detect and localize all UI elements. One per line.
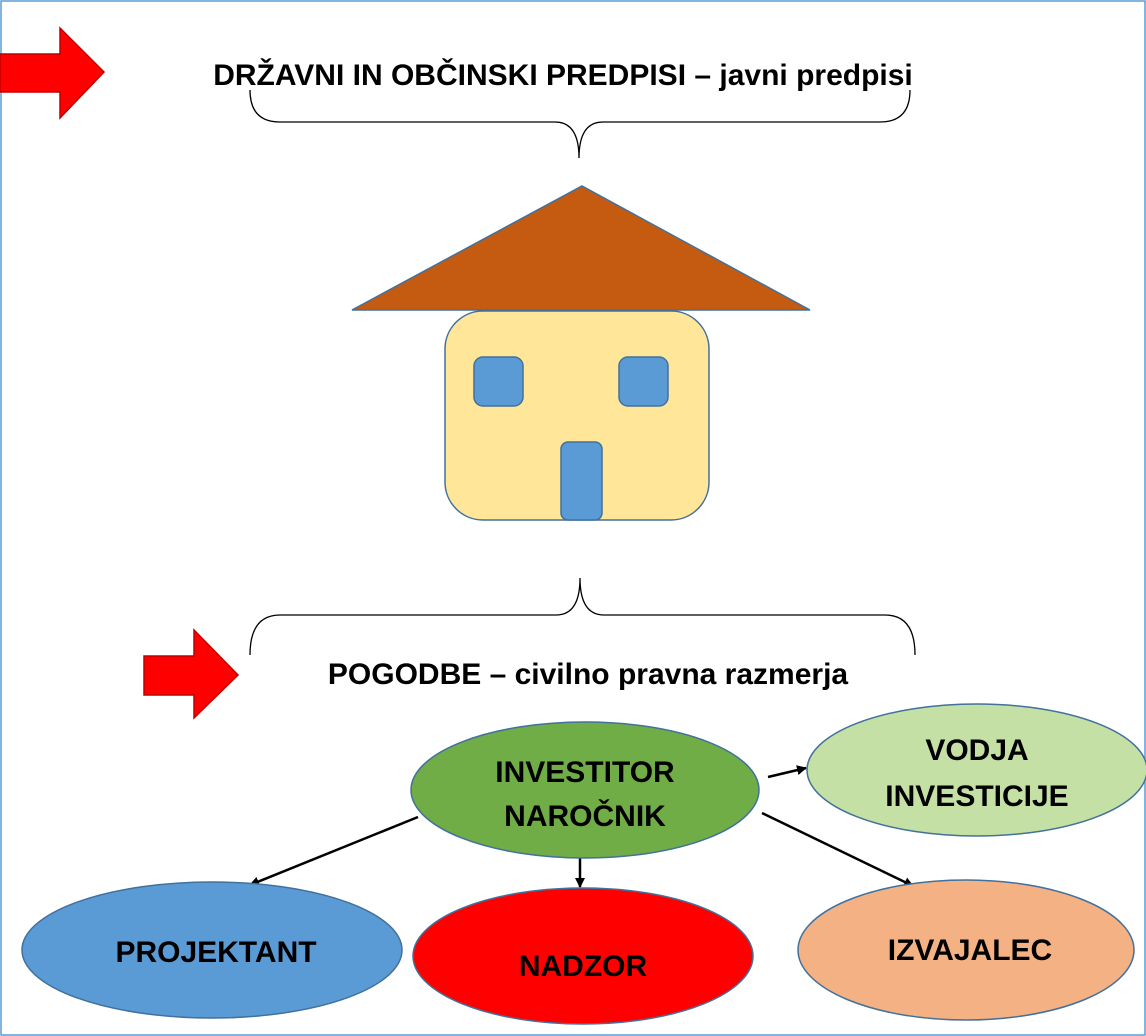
bottom-red-arrow-icon — [143, 628, 240, 720]
investitor-label-line1: INVESTITOR — [495, 756, 675, 789]
house-window-right — [618, 356, 669, 407]
top-heading: DRŽAVNI IN OBČINSKI PREDPISI – javni pre… — [213, 58, 913, 92]
node-izvajalec: IZVAJALEC — [797, 879, 1135, 1021]
node-projektant: PROJEKTANT — [21, 881, 403, 1019]
house-window-left — [473, 356, 524, 407]
node-vodja: VODJA INVESTICIJE — [806, 703, 1146, 837]
node-investitor: INVESTITOR NAROČNIK — [410, 721, 760, 859]
arrow-to-izvajalec — [761, 811, 914, 888]
bottom-brace — [249, 577, 916, 656]
nadzor-label: NADZOR — [519, 950, 648, 983]
arrow-to-projektant — [249, 815, 419, 887]
top-brace — [249, 89, 911, 159]
vodja-ellipse — [806, 703, 1146, 837]
top-red-arrow-icon — [0, 26, 106, 120]
arrow-to-vodja — [767, 765, 807, 779]
vodja-label-line2: INVESTICIJE — [885, 780, 1068, 813]
vodja-label-line1: VODJA — [925, 734, 1028, 767]
house-roof — [351, 185, 811, 311]
izvajalec-label: IZVAJALEC — [888, 934, 1052, 967]
nadzor-ellipse — [412, 887, 754, 1025]
projektant-label: PROJEKTANT — [115, 936, 316, 969]
bottom-heading: POGODBE – civilno pravna razmerja — [328, 658, 849, 691]
izvajalec-ellipse — [797, 879, 1135, 1021]
projektant-ellipse — [21, 881, 403, 1019]
investitor-label-line2: NAROČNIK — [504, 799, 666, 833]
house-door — [560, 441, 603, 521]
investitor-ellipse — [410, 721, 760, 859]
node-nadzor: NADZOR — [412, 887, 754, 1025]
